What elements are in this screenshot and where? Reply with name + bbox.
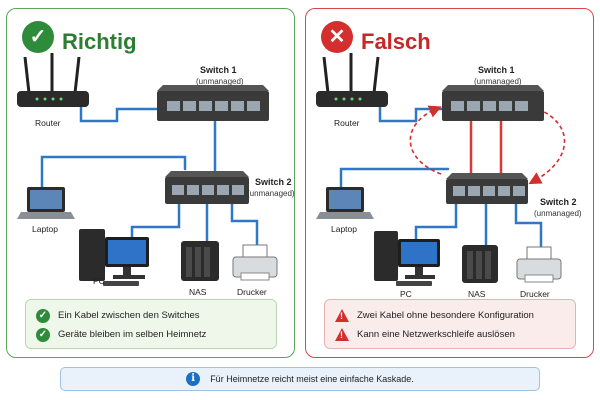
switch1-icon [442, 85, 544, 121]
laptop-icon [17, 187, 75, 219]
pc-icon [374, 231, 440, 286]
correct-note-text: Geräte bleiben im selben Heimnetz [58, 329, 207, 340]
laptop-label: Laptop [32, 224, 58, 234]
switch2-label: Switch 2 [540, 197, 577, 207]
cable-switch2-printer [514, 202, 543, 249]
correct-note-row: ✓ Ein Kabel zwischen den Switches [36, 306, 266, 325]
correct-panel: ✓ Richtig [6, 8, 295, 358]
cable-switch2-laptop [40, 155, 187, 189]
correct-note-text: Ein Kabel zwischen den Switches [58, 310, 200, 321]
switch1-sublabel: (unmanaged) [196, 77, 244, 86]
cable-switch2-pc [414, 202, 458, 246]
switch2-label: Switch 2 [255, 177, 292, 187]
nas-icon [181, 241, 219, 281]
check-icon: ✓ [22, 21, 54, 53]
pc-label: PC [400, 289, 412, 299]
check-icon: ✓ [36, 308, 50, 323]
pc-label: PC [93, 276, 105, 286]
wrong-note-text: Kann eine Netzwerkschleife auslösen [357, 329, 515, 340]
switch1-sublabel: (unmanaged) [474, 77, 522, 86]
warning-icon: ! [335, 309, 349, 322]
cable-router-switch1 [79, 103, 164, 123]
nas-label: NAS [189, 287, 207, 297]
check-icon: ✓ [36, 327, 50, 342]
footer-text: Für Heimnetze reicht meist eine einfache… [210, 374, 414, 384]
wrong-network-diagram [316, 53, 566, 286]
pc-icon [79, 229, 149, 286]
switch1-icon [157, 85, 269, 121]
correct-title: Richtig [62, 29, 137, 54]
switch2-sublabel: (unmanaged) [247, 189, 295, 198]
cable-switch2-printer [230, 202, 259, 247]
printer-label: Drucker [520, 289, 550, 299]
printer-icon [232, 244, 278, 281]
wrong-note-row: ! Zwei Kabel ohne besondere Konfiguratio… [335, 306, 565, 325]
wrong-notes: ! Zwei Kabel ohne besondere Konfiguratio… [324, 299, 576, 349]
switch1-label: Switch 1 [478, 65, 515, 75]
correct-network-diagram [17, 53, 278, 286]
wrong-note-text: Zwei Kabel ohne besondere Konfiguration [357, 310, 534, 321]
x-icon: ✕ [321, 21, 353, 53]
info-icon: i [186, 372, 201, 386]
wrong-note-row: ! Kann eine Netzwerkschleife auslösen [335, 325, 565, 344]
printer-icon [516, 246, 562, 283]
laptop-label: Laptop [331, 224, 357, 234]
printer-label: Drucker [237, 287, 267, 297]
nas-label: NAS [468, 289, 486, 299]
router-label: Router [35, 118, 61, 128]
cable-switch2-pc [130, 202, 181, 246]
router-label: Router [334, 118, 360, 128]
wrong-panel: ✕ Falsch [305, 8, 594, 358]
router-icon [17, 53, 89, 107]
cable-switch2-laptop [339, 167, 450, 189]
warning-icon: ! [335, 328, 349, 341]
router-icon [316, 53, 388, 107]
switch2-icon [165, 171, 249, 204]
loop-arrow-left [409, 105, 442, 175]
laptop-icon [316, 187, 374, 219]
switch2-icon [446, 173, 528, 204]
switch2-sublabel: (unmanaged) [534, 209, 582, 218]
cable-router-switch1 [378, 103, 448, 123]
switch1-label: Switch 1 [200, 65, 237, 75]
loop-arrow-right [528, 108, 566, 185]
nas-icon [462, 245, 498, 283]
correct-notes: ✓ Ein Kabel zwischen den Switches ✓ Gerä… [25, 299, 277, 349]
correct-note-row: ✓ Geräte bleiben im selben Heimnetz [36, 325, 266, 344]
wrong-title: Falsch [361, 29, 431, 54]
footer-info-bar: i Für Heimnetze reicht meist eine einfac… [60, 367, 540, 391]
